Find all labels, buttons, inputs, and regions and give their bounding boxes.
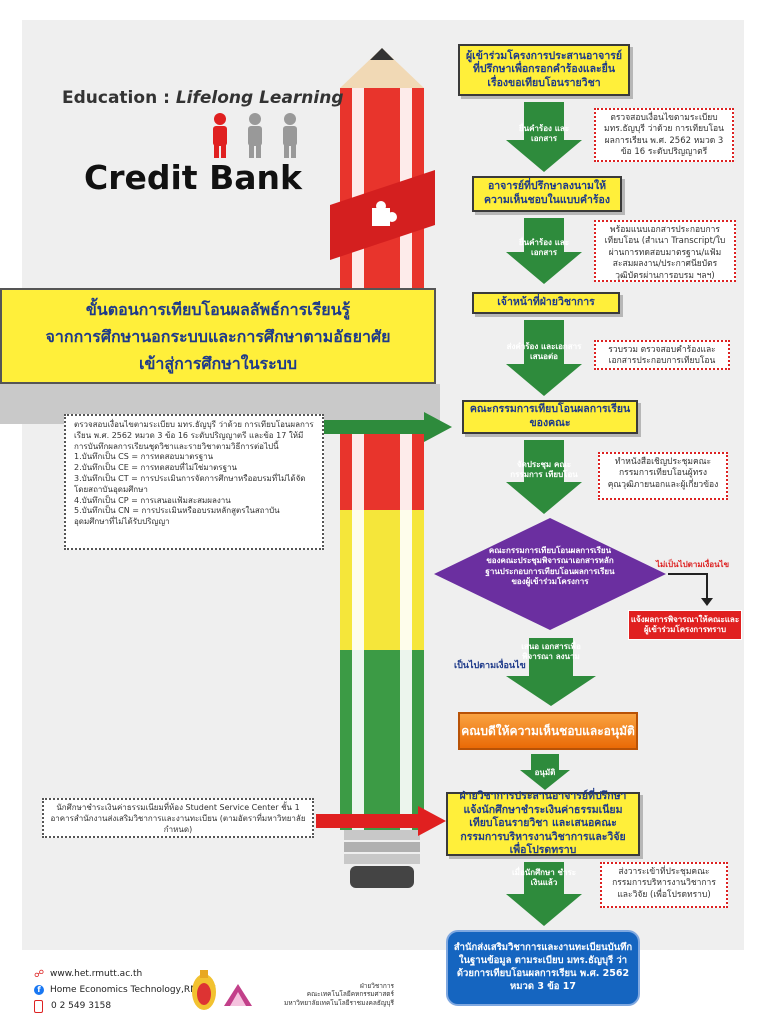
footer-phone[interactable]: 0 2 549 3158 — [51, 1001, 112, 1011]
arrow3-label: ส่งคำร้อง และเอกสาร เสนอต่อ — [506, 342, 582, 361]
footer-contacts: ☍ www.het.rmutt.ac.th f Home Economics T… — [34, 966, 215, 1014]
main-title-line2: จากการศึกษานอกระบบและการศึกษาตามอัธยาศัย — [45, 327, 391, 346]
pencil-stripe-1 — [352, 88, 364, 830]
footer-org-line1: ฝ่ายวิชาการ — [359, 982, 394, 990]
faculty-logo-icon — [224, 984, 252, 1006]
arrow6: อนุมัติ — [520, 754, 570, 790]
decision-diamond-shape — [434, 518, 666, 630]
dean-approval-box: คณบดีให้ความเห็นชอบและอนุมัติ — [458, 712, 638, 750]
link-icon: ☍ — [34, 968, 45, 980]
arrow2-label: ยื่นคำร้อง และเอกสาร — [518, 238, 570, 257]
footer-org-line2: คณะเทคโนโลยีคหกรรมศาสตร์ — [306, 990, 394, 999]
met-label: เป็นไปตามเงื่อนไข — [454, 661, 526, 671]
arrow2: ยื่นคำร้อง และเอกสาร — [506, 218, 582, 284]
step1-box: ผู้เข้าร่วมโครงการประสานอาจารย์ที่ปรึกษา… — [458, 44, 630, 96]
lifelong-text: Lifelong Learning — [175, 88, 344, 108]
not-met-box: แจ้งผลการพิจารณาให้คณะและผู้เข้าร่วมโครง… — [628, 610, 742, 640]
note-agenda: ส่งวาระเข้าที่ประชุมคณะกรรมการบริหารงานว… — [600, 862, 728, 908]
pencil-eraser — [350, 866, 414, 888]
puzzle-icon — [372, 201, 397, 226]
left-info-item-2: 2.บันทึกเป็น CE = การทดสอบที่ไม่ใช่มาตรฐ… — [74, 463, 237, 473]
left-info-box: ตรวจสอบเงื่อนไขตามระเบียบ มทร.ธัญบุรี ว่… — [64, 414, 324, 550]
left-info-item-5: 5.บันทึกเป็น CN = การประเมินหรืออบรมหลัก… — [74, 506, 280, 527]
step2-box: อาจารย์ที่ปรึกษาลงนามให้ความเห็นชอบในแบบ… — [472, 176, 622, 212]
arrow7-label: เมื่อนักศึกษา ชำระเงินแล้ว — [511, 868, 577, 887]
payment-red-arrow-head — [418, 806, 446, 836]
arrow3: ส่งคำร้อง และเอกสาร เสนอต่อ — [506, 320, 582, 396]
footer-organization: ฝ่ายวิชาการ คณะเทคโนโลยีคหกรรมศาสตร์ มหา… — [264, 982, 394, 1007]
arrow1-label: ยื่นคำร้อง และเอกสาร — [518, 124, 570, 143]
arrow7: เมื่อนักศึกษา ชำระเงินแล้ว — [506, 862, 582, 926]
left-info-item-1: 1.บันทึกเป็น CS = การทดสอบมาตรฐาน — [74, 452, 214, 462]
arrow4-label: จัดประชุม คณะกรรมการ เทียบโอน — [510, 460, 578, 479]
facebook-icon: f — [34, 985, 44, 995]
university-seal-icon — [192, 970, 216, 1010]
arrow5: เสนอ เอกสารเพื่อ พิจารณา ลงนาม — [506, 638, 596, 708]
final-record-box: สำนักส่งเสริมวิชาการและงานทะเบียนบันทึกใ… — [446, 930, 640, 1006]
footer-logos — [192, 970, 252, 1010]
left-info-intro: ตรวจสอบเงื่อนไขตามระเบียบ มทร.ธัญบุรี ว่… — [74, 420, 314, 451]
note-check-conditions: ตรวจสอบเงื่อนไขตามระเบียบ มทร.ธัญบุรี ว่… — [594, 108, 734, 162]
branch-line-horizontal — [668, 573, 708, 575]
step4-box: คณะกรรมการเทียบโอนผลการเรียนของคณะ — [462, 400, 638, 434]
credit-bank-title: Credit Bank — [84, 158, 302, 197]
left-info-item-4: 4.บันทึกเป็น CP = การเสนอแฟ้มสะสมผลงาน — [74, 495, 231, 505]
left-green-arrow-head — [424, 412, 452, 442]
note-attachments: พร้อมแนบเอกสารประกอบการเทียบโอน (สำเนา T… — [594, 220, 736, 282]
education-text: Education : — [62, 88, 176, 108]
phone-icon — [34, 999, 43, 1013]
payment-red-connector — [316, 814, 420, 828]
not-met-label: ไม่เป็นไปตามเงื่อนไข — [656, 560, 730, 569]
left-green-connector — [322, 420, 426, 434]
arrow6-label: อนุมัติ — [534, 768, 556, 777]
note-collect-documents: รวบรวม ตรวจสอบคำร้องและเอกสารประกอบการเท… — [594, 340, 730, 370]
person-gray-icon-2 — [283, 113, 297, 158]
pencil-ferrule-2 — [344, 842, 420, 852]
step3-box: เจ้าหน้าที่ฝ่ายวิชาการ — [472, 292, 620, 314]
branch-line-vertical — [706, 573, 708, 601]
decision-text: คณะกรรมการเทียบโอนผลการเรียนของคณะประชุม… — [485, 546, 615, 587]
footer-web[interactable]: www.het.rmutt.ac.th — [50, 969, 143, 979]
person-gray-icon-1 — [248, 113, 262, 158]
footer-org-line3: มหาวิทยาลัยเทคโนโลยีราชมงคลธัญบุรี — [284, 998, 394, 1007]
pencil-stripe-2 — [400, 88, 412, 830]
main-title-line1: ขั้นตอนการเทียบโอนผลลัพธ์การเรียนรู้ — [85, 300, 351, 319]
main-title-line3: เข้าสู่การศึกษาในระบบ — [138, 354, 298, 373]
arrow1: ยื่นคำร้อง และเอกสาร — [506, 102, 582, 172]
step6-box: ฝ่ายวิชาการประสานอาจารย์ที่ปรึกษาแจ้งนัก… — [446, 790, 640, 856]
pencil-lead-tip — [370, 48, 394, 60]
people-icons — [213, 113, 297, 158]
person-red-icon — [213, 113, 227, 158]
payment-note: นักศึกษาชำระเงินค่าธรรมเนียมที่ห้อง Stud… — [42, 798, 314, 838]
main-title-banner: ขั้นตอนการเทียบโอนผลลัพธ์การเรียนรู้ จาก… — [0, 288, 436, 384]
arrow4: จัดประชุม คณะกรรมการ เทียบโอน — [506, 440, 582, 514]
header-education: Education : Lifelong Learning — [62, 88, 344, 108]
pencil-wood-tip — [340, 48, 424, 88]
left-info-item-3: 3.บันทึกเป็น CT = การประเมินการจัดการศึก… — [74, 473, 306, 494]
note-meeting-invitation: ทำหนังสือเชิญประชุมคณะกรรมการเทียบโอนผู้… — [598, 452, 728, 500]
branch-arrow-head — [701, 598, 713, 606]
footer-facebook[interactable]: Home Economics Technology,RMUTT — [50, 985, 216, 995]
pencil-ferrule-3 — [344, 854, 420, 864]
arrow5-label: เสนอ เอกสารเพื่อ พิจารณา ลงนาม — [521, 642, 581, 661]
pencil-ferrule-1 — [344, 830, 420, 840]
